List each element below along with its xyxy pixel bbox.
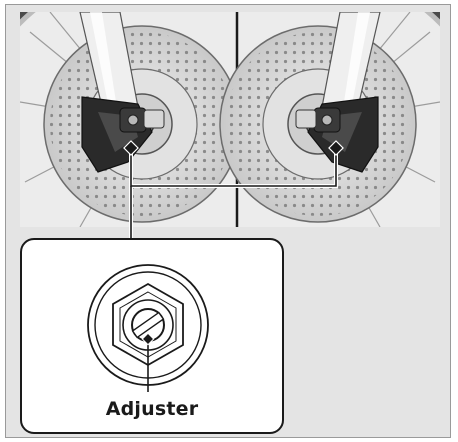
fork-brake-illustration: [20, 12, 440, 227]
fork-brake-drawing: [20, 12, 440, 227]
adjuster-detail-callout: Adjuster: [20, 238, 284, 434]
adjuster-label: Adjuster: [22, 398, 282, 420]
